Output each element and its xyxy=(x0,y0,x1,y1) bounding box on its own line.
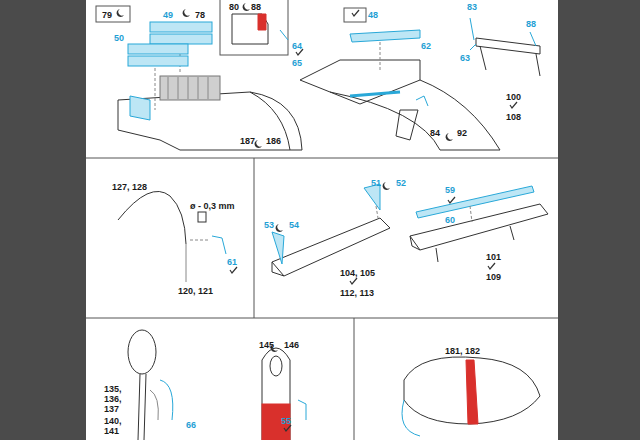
kit-part-number: 135, 136, 137 xyxy=(104,384,126,414)
kit-part-number: 80 xyxy=(229,2,239,12)
etched-part-number: 83 xyxy=(467,2,477,12)
kit-part-number: 104, 105 xyxy=(340,268,375,278)
kit-part-number: 92 xyxy=(457,128,467,138)
kit-part-number: 146 xyxy=(284,340,299,350)
kit-part-number: 186 xyxy=(266,136,281,146)
kit-part-number: 108 xyxy=(506,112,521,122)
kit-part-number: 84 xyxy=(430,128,440,138)
kit-part-number: 109 xyxy=(486,272,501,282)
etched-part-number: 54 xyxy=(289,220,299,230)
kit-part-number: 120, 121 xyxy=(178,286,213,296)
kit-part-number: 140, 141 xyxy=(104,416,126,436)
kit-part-number: 187 xyxy=(240,136,255,146)
etched-part-number: 64 xyxy=(292,41,302,51)
etched-part-number: 55 xyxy=(281,416,291,426)
etched-part-number: 48 xyxy=(368,10,378,20)
etched-part-number: 50 xyxy=(114,33,124,43)
etched-part-number: 65 xyxy=(292,58,302,68)
etched-part-number: 62 xyxy=(421,41,431,51)
kit-part-number: 181, 182 xyxy=(445,346,480,356)
etched-part-number: 51 xyxy=(371,178,381,188)
kit-part-number: 100 xyxy=(506,92,521,102)
kit-part-number: ø - 0,3 mm xyxy=(190,201,235,211)
kit-part-number: 101 xyxy=(486,252,501,262)
etched-part-number: 60 xyxy=(445,215,455,225)
etched-part-number: 61 xyxy=(227,257,237,267)
etched-part-number: 59 xyxy=(445,185,455,195)
kit-part-number: 127, 128 xyxy=(112,182,147,192)
etched-part-number: 53 xyxy=(264,220,274,230)
etched-part-number: 52 xyxy=(396,178,406,188)
etched-part-number: 88 xyxy=(526,19,536,29)
kit-part-number: 112, 113 xyxy=(340,288,374,298)
etched-part-number: 66 xyxy=(186,420,196,430)
kit-part-number: 78 xyxy=(195,10,205,20)
etched-part-number: 63 xyxy=(460,53,470,63)
kit-part-number: 79 xyxy=(102,10,112,20)
kit-part-number: 88 xyxy=(251,2,261,12)
kit-part-number: 145 xyxy=(259,340,274,350)
etched-part-number: 49 xyxy=(163,10,173,20)
